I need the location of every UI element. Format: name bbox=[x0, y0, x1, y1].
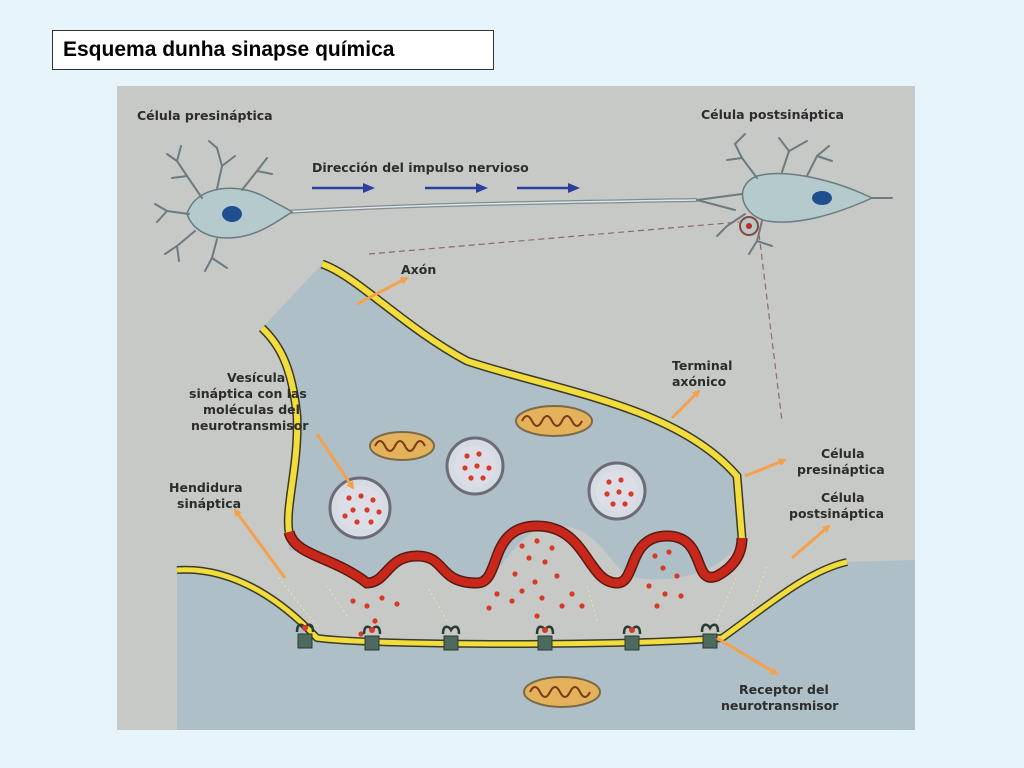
label-postsynaptic-cell: Célula postsináptica bbox=[789, 490, 884, 521]
label-presynaptic-cell-top: Célula presináptica bbox=[137, 108, 273, 123]
presynaptic-nucleus bbox=[222, 206, 242, 222]
label-presynaptic-cell: Célula presináptica bbox=[797, 446, 885, 477]
postsynaptic-neuron-body bbox=[741, 172, 874, 223]
label-pointers bbox=[233, 276, 831, 676]
neurotransmitter-molecules bbox=[350, 538, 684, 637]
label-axon-terminal: Terminal axónico bbox=[672, 358, 737, 389]
postsynaptic-membrane bbox=[176, 559, 848, 647]
slide-title: Esquema dunha sinapse química bbox=[52, 30, 494, 70]
label-axon: Axón bbox=[401, 262, 436, 277]
label-synaptic-cleft: Hendidura sináptica bbox=[169, 480, 247, 511]
synaptic-vesicles bbox=[328, 436, 647, 540]
label-synaptic-vesicle: Vesícula sináptica con las moléculas del… bbox=[189, 370, 311, 433]
postsynaptic-nucleus bbox=[812, 191, 832, 205]
label-postsynaptic-cell-top: Célula postsináptica bbox=[701, 107, 844, 122]
mitochondria bbox=[369, 405, 601, 708]
neuron-overview bbox=[154, 133, 893, 422]
neurotransmitter-receptors bbox=[295, 623, 720, 651]
label-receptor: Receptor del neurotransmisor bbox=[721, 682, 839, 713]
label-impulse-direction: Dirección del impulso nervioso bbox=[312, 160, 529, 175]
synapse-diagram: Célula presináptica Célula postsináptica… bbox=[117, 86, 915, 730]
